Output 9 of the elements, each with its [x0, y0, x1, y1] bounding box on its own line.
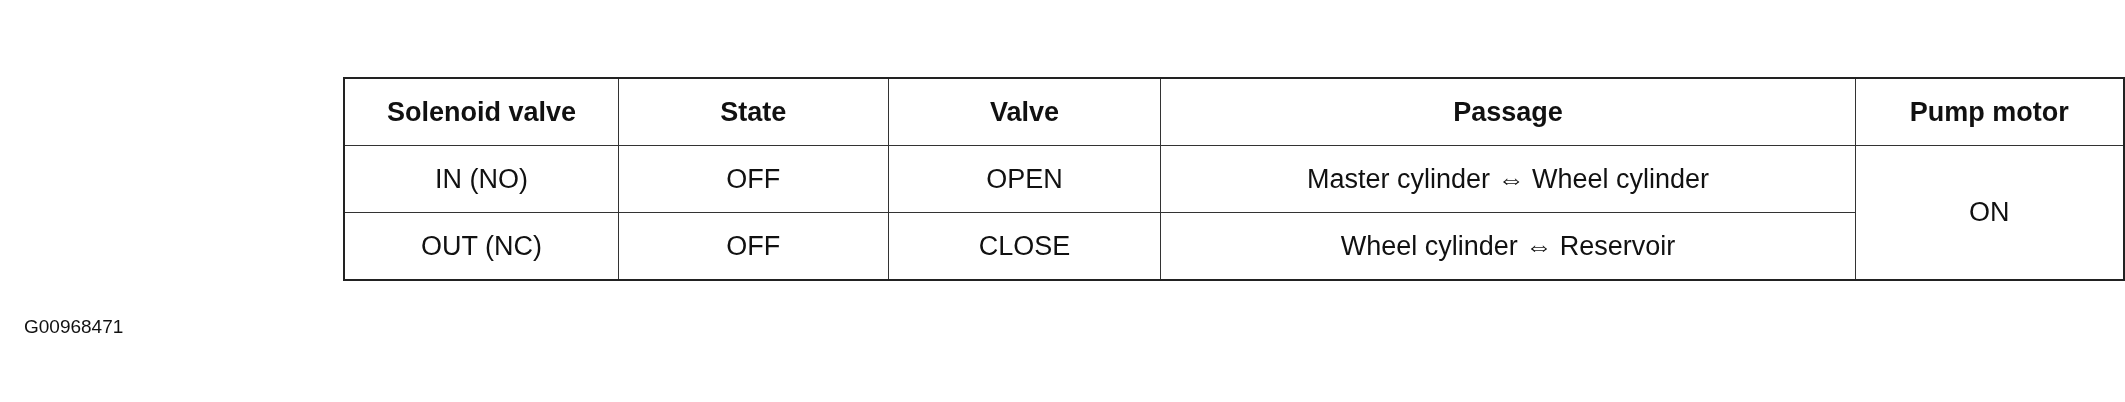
table-cell: IN (NO) — [344, 145, 619, 213]
table-cell: OFF — [618, 145, 889, 213]
column-header: Solenoid valve — [344, 78, 619, 146]
figure-code: G00968471 — [24, 316, 124, 338]
column-header: Passage — [1160, 78, 1856, 146]
column-header: State — [618, 78, 889, 146]
column-header: Valve — [888, 78, 1161, 146]
table-cell: OPEN — [888, 145, 1161, 213]
table-cell: Master cylinder ⇔ Wheel cylinder — [1160, 145, 1856, 213]
